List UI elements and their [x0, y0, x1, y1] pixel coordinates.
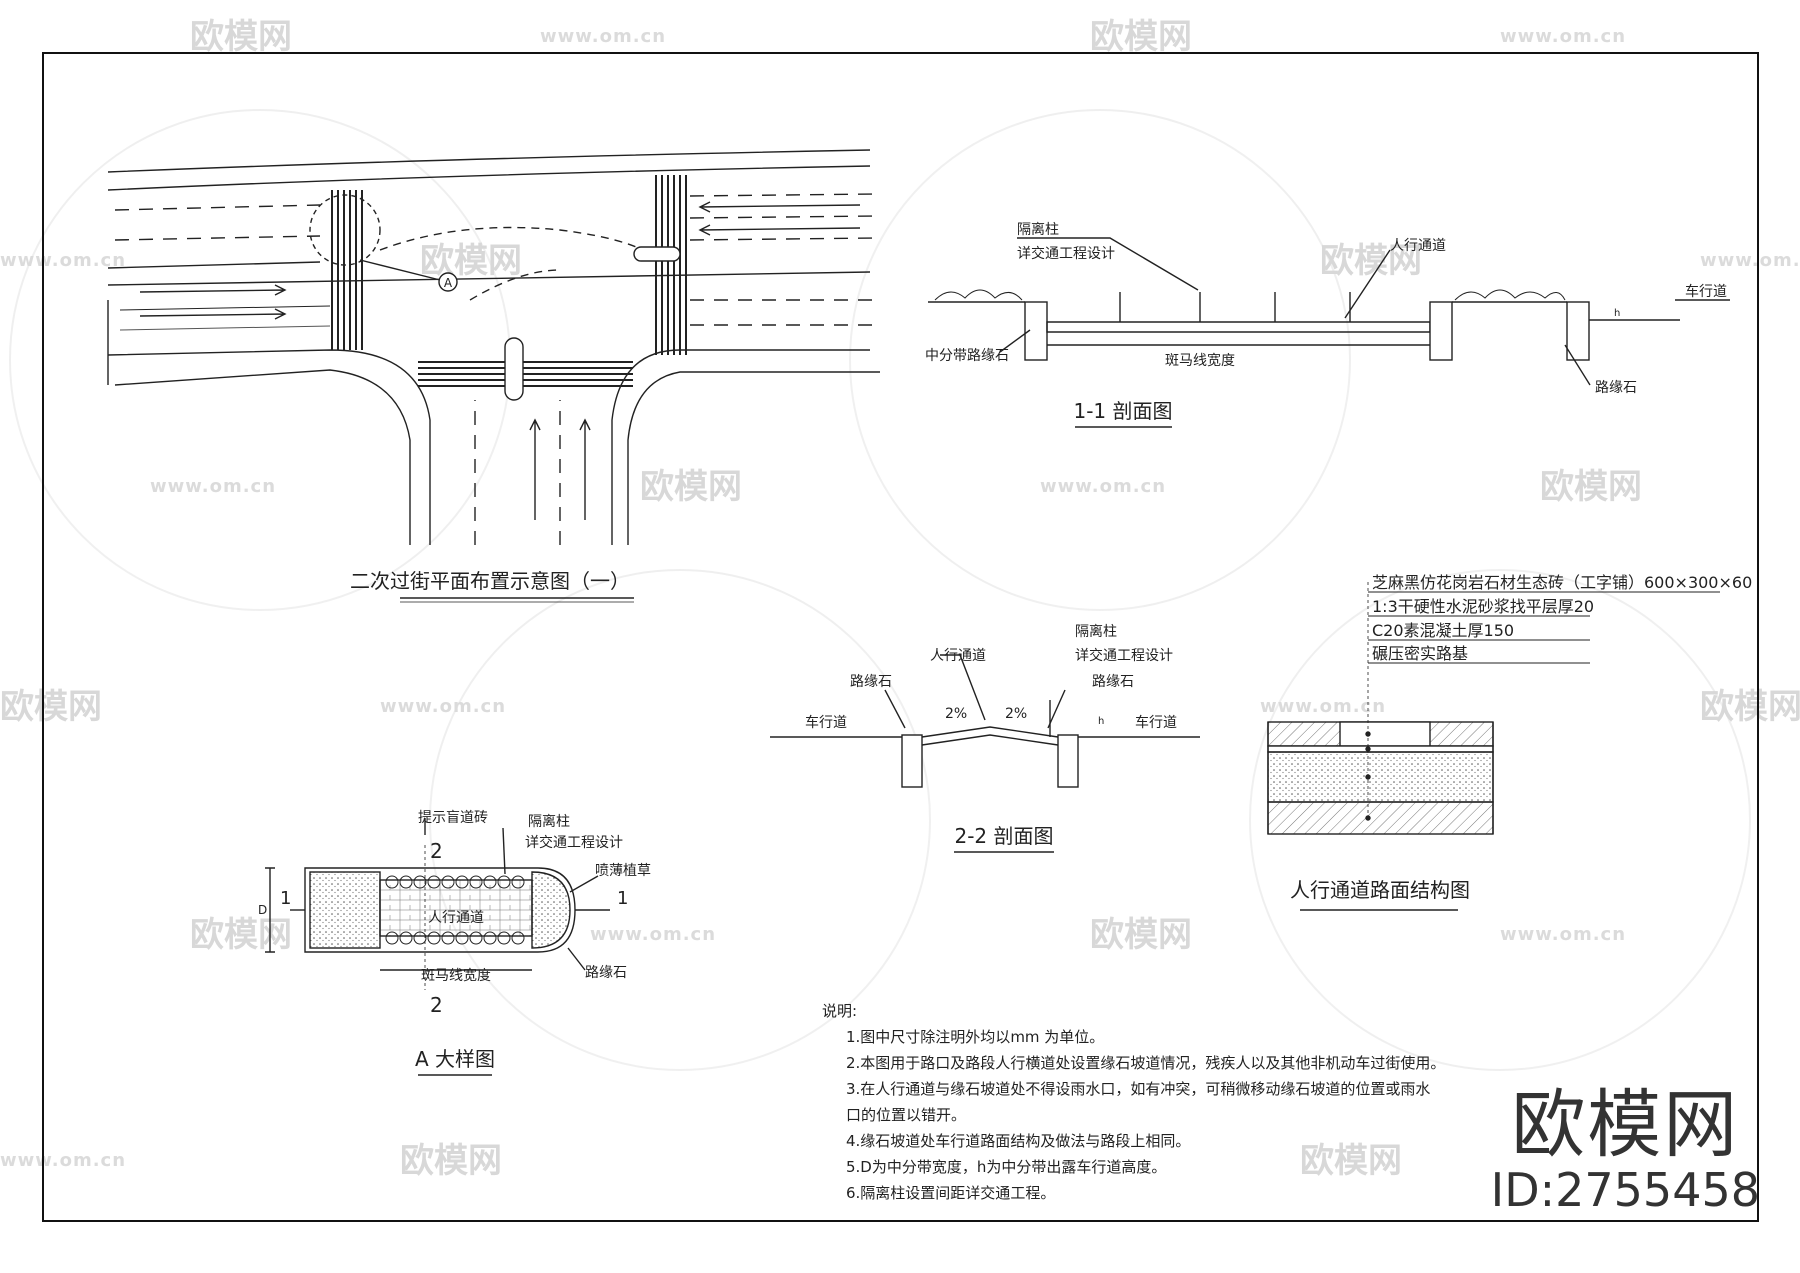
watermark-logo: 欧模网 [1300, 1141, 1402, 1181]
pavement-structure [1267, 582, 1720, 835]
note-item: 4.缘石坡道处车行道路面结构及做法与路段上相同。 [846, 1132, 1191, 1150]
detail-cut-right: 1 [617, 888, 628, 909]
watermark-url: www.om.cn [1500, 924, 1626, 945]
watermark-url: www.om.cn [540, 26, 666, 47]
detail-grass: 喷薄植草 [595, 863, 651, 879]
brand-stamp: 欧模网 ID:2755458 [1491, 1085, 1760, 1215]
watermark-url: www.om.cn [0, 1150, 126, 1171]
s22-walkway: 人行通道 [930, 648, 986, 664]
watermark-logo: 欧模网 [1540, 467, 1642, 507]
section-1-1 [928, 237, 1730, 386]
s22-h: h [1098, 716, 1104, 727]
watermark-logo: 欧模网 [400, 1141, 502, 1181]
note-item: 口的位置以错开。 [846, 1106, 967, 1124]
watermark-logo: 欧模网 [0, 687, 102, 727]
s11-curb: 路缘石 [1595, 380, 1637, 396]
s22-post-label: 隔离柱 [1075, 623, 1117, 640]
section-2-2 [770, 654, 1200, 788]
detail-curb: 路缘石 [585, 965, 627, 981]
note-item: 5.D为中分带宽度，h为中分带出露车行道高度。 [846, 1158, 1167, 1176]
brand-id: ID:2755458 [1490, 1163, 1760, 1217]
s11-post-ref: 详交通工程设计 [1017, 245, 1115, 262]
s11-title: 1-1 剖面图 [1073, 399, 1172, 423]
watermark-url: www.om.cn [1700, 250, 1800, 271]
detail-crossing-width: 斑马线宽度 [421, 967, 491, 984]
watermark-logo: 欧模网 [1700, 687, 1800, 727]
s22-curb-left: 路缘石 [850, 674, 892, 690]
pavement-layer-4: 碾压密实路基 [1372, 644, 1468, 663]
detail-d: D [258, 903, 267, 917]
s11-walkway: 人行通道 [1390, 238, 1446, 254]
s22-post-ref: 详交通工程设计 [1075, 647, 1173, 664]
watermark-url: www.om.cn [1260, 696, 1386, 717]
s11-roadway: 车行道 [1685, 283, 1727, 300]
note-item: 2.本图用于路口及路段人行横道处设置缘石坡道情况，残疾人以及其他非机动车过街使用… [846, 1054, 1446, 1072]
s22-curb-right: 路缘石 [1092, 674, 1134, 690]
watermark-url: www.om.cn [0, 250, 126, 271]
watermark-url: www.om.cn [1500, 26, 1626, 47]
watermark-layer: 欧模网 www.om.cn 欧模网 www.om.cn www.om.cn 欧模… [0, 17, 1800, 1181]
sheet-border [42, 52, 1759, 1222]
intersection-plan [107, 149, 881, 545]
detail-cut-top: 2 [430, 839, 443, 863]
s22-roadway-right: 车行道 [1135, 714, 1177, 731]
detail-post-ref: 详交通工程设计 [525, 834, 623, 851]
s22-slope-left: 2% [945, 706, 967, 722]
watermark-logo: 欧模网 [190, 915, 292, 955]
detail-a [265, 818, 610, 990]
watermark-logo: 欧模网 [1090, 915, 1192, 955]
detail-walkway: 人行通道 [428, 910, 484, 926]
watermark-url: www.om.cn [590, 924, 716, 945]
watermark-logo: 欧模网 [1320, 241, 1422, 281]
notes-block: 说明: 1.图中尺寸除注明外均以mm 为单位。 2.本图用于路口及路段人行横道处… [822, 998, 1445, 1206]
detail-tactile: 提示盲道砖 [418, 809, 488, 826]
watermark-url: www.om.cn [150, 476, 276, 497]
s22-roadway-left: 车行道 [805, 714, 847, 731]
plan-callout-label: A [444, 276, 453, 290]
s11-crossing-width: 斑马线宽度 [1165, 352, 1235, 369]
watermark-logo: 欧模网 [190, 17, 292, 57]
s11-post-label: 隔离柱 [1017, 221, 1059, 238]
watermark-url: www.om.cn [1040, 476, 1166, 497]
s22-slope-right: 2% [1005, 706, 1027, 722]
watermark-logo: 欧模网 [1090, 17, 1192, 57]
pavement-layer-2: 1:3干硬性水泥砂浆找平层厚20 [1372, 597, 1594, 616]
watermark-logo: 欧模网 [420, 241, 522, 281]
detail-cut-left: 1 [280, 888, 291, 909]
note-item: 3.在人行通道与缘石坡道处不得设雨水口，如有冲突，可稍微移动缘石坡道的位置或雨水 [846, 1080, 1431, 1098]
detail-title: A 大样图 [415, 1047, 495, 1071]
notes-heading: 说明: [822, 1002, 858, 1020]
s22-title: 2-2 剖面图 [954, 824, 1053, 848]
plan-title: 二次过街平面布置示意图（一） [350, 569, 630, 593]
brand-logo: 欧模网 [1511, 1082, 1740, 1168]
note-item: 6.隔离柱设置间距详交通工程。 [846, 1184, 1056, 1202]
s11-h: h [1614, 308, 1620, 319]
watermark-url: www.om.cn [380, 696, 506, 717]
s11-median-curb: 中分带路缘石 [925, 348, 1009, 364]
detail-post-label: 隔离柱 [528, 813, 570, 830]
note-item: 1.图中尺寸除注明外均以mm 为单位。 [846, 1028, 1105, 1046]
detail-cut-bottom: 2 [430, 993, 443, 1017]
pavement-layer-1: 芝麻黑仿花岗岩石材生态砖（工字铺）600×300×60 [1372, 573, 1752, 592]
pavement-layer-3: C20素混凝土厚150 [1372, 621, 1514, 640]
pavement-title: 人行通道路面结构图 [1290, 878, 1470, 902]
watermark-logo: 欧模网 [640, 467, 742, 507]
